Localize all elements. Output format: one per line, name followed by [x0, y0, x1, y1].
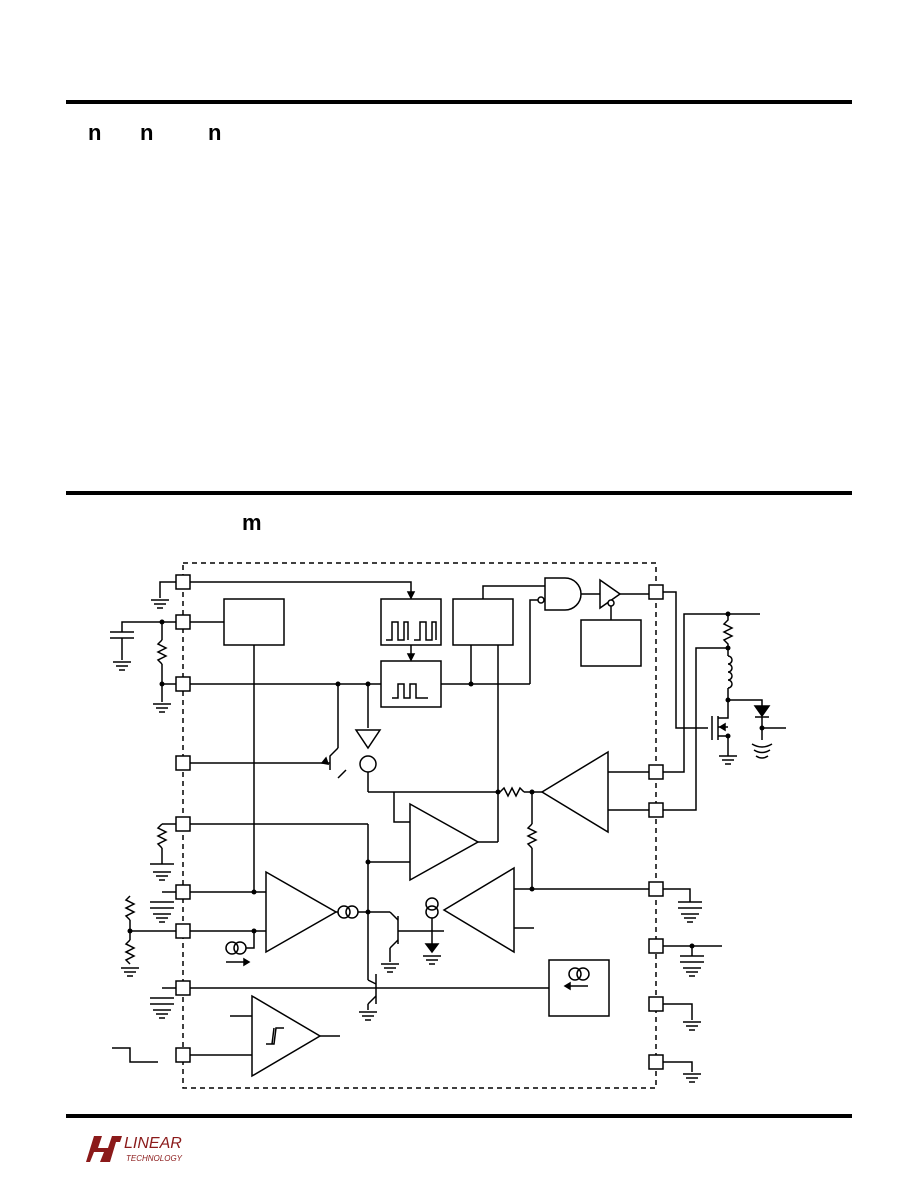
pin-left-3: [175, 676, 191, 692]
heading-glyph-1: n: [88, 120, 102, 145]
logo-mark-icon: [66, 1136, 122, 1162]
pin-right-6: [648, 996, 664, 1012]
current-sense-amplifier-icon: [540, 750, 609, 834]
resistor-icon: [156, 639, 168, 665]
soft-start-amplifier-icon: [265, 870, 338, 954]
chip-boundary: [182, 562, 657, 1089]
triangle-buffer-icon: [354, 729, 382, 750]
enable-pulse-icon: [112, 1047, 158, 1063]
error-amplifier-icon: [409, 802, 480, 882]
company-logo: LINEAR TECHNOLOGY: [66, 1135, 183, 1163]
logic-block: [452, 598, 514, 646]
pin-left-8: [175, 980, 191, 996]
pin-left-9: [175, 1047, 191, 1063]
logo-line-1: LINEAR: [124, 1135, 182, 1152]
diode-icon: [424, 943, 440, 954]
logo-line-2: TECHNOLOGY: [126, 1154, 183, 1163]
top-rule: [66, 100, 852, 104]
pin-right-1: [648, 584, 664, 600]
and-gate-icon: [544, 577, 582, 611]
heading-glyph-4: m: [242, 510, 262, 535]
schmitt-trigger-icon: [251, 994, 322, 1078]
pin-right-5: [648, 938, 664, 954]
driver-supply-block: [580, 619, 642, 667]
oscillator-waveform-icon: [386, 621, 437, 641]
pin-right-7: [648, 1054, 664, 1070]
pin-left-2: [175, 614, 191, 630]
bottom-rule: [66, 1114, 852, 1118]
one-shot-waveform-icon: [392, 683, 428, 699]
current-source-block: [548, 959, 610, 1017]
pin-right-3: [648, 802, 664, 818]
heading-glyph-3: n: [208, 120, 222, 145]
pin-right-4: [648, 881, 664, 897]
pin-left-4: [175, 755, 191, 771]
inductor-icon: [727, 655, 733, 689]
pin-left-7: [175, 923, 191, 939]
pin-left-5: [175, 816, 191, 832]
middle-rule: [66, 491, 852, 495]
pin-right-2: [648, 764, 664, 780]
pin-left-6: [175, 884, 191, 900]
pin-left-1: [175, 574, 191, 590]
feedback-amplifier-icon: [442, 866, 515, 954]
regulator-block: [223, 598, 285, 646]
heading-glyph-2: n: [140, 120, 154, 145]
current-source-icon: [359, 755, 377, 773]
